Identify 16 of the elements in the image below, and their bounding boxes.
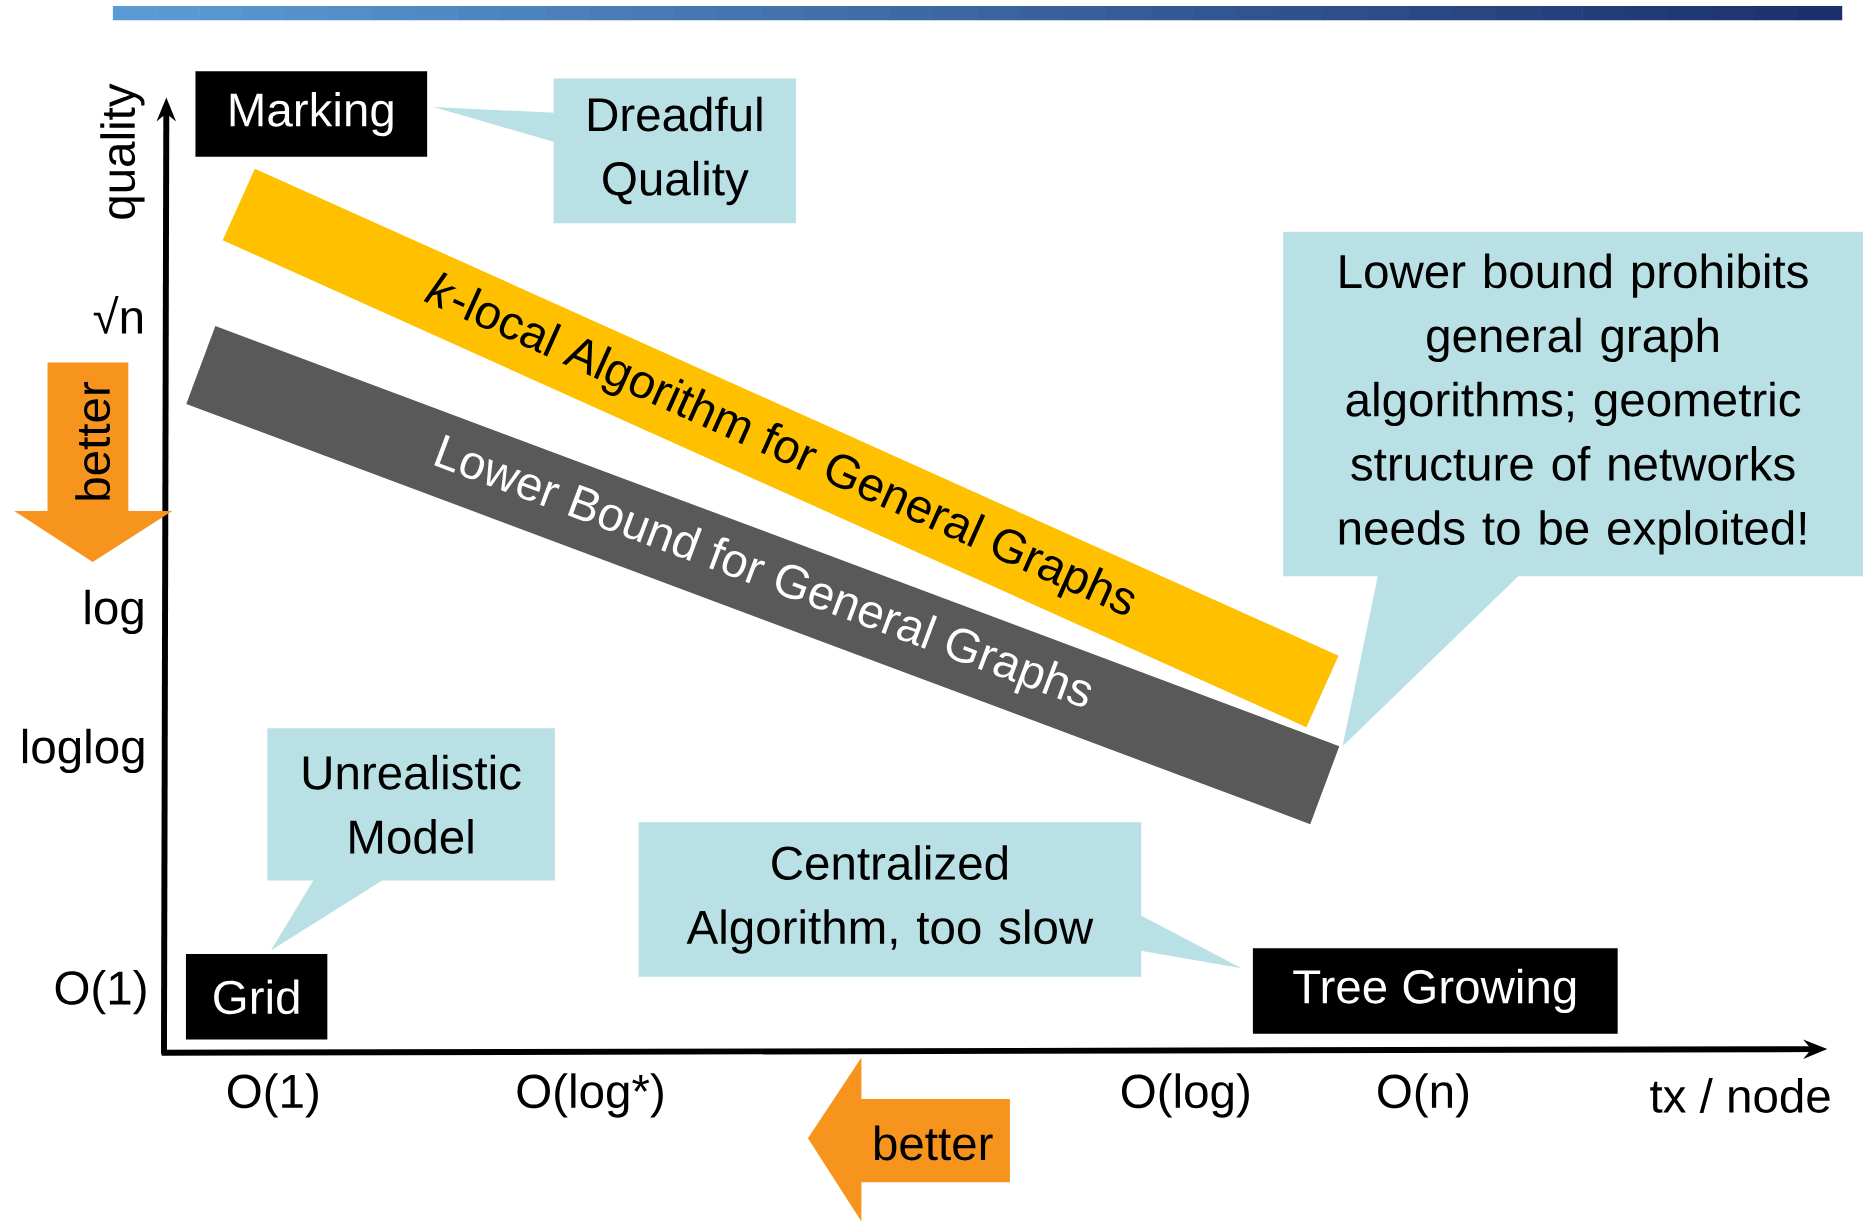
tick-label: √n	[93, 296, 142, 334]
label-box: Marking	[195, 71, 428, 158]
tick-label: log	[85, 589, 143, 635]
tick-label: loglog	[22, 728, 144, 774]
arrow-label: better	[75, 382, 111, 500]
axis-label: tx / node	[1650, 1078, 1830, 1114]
label-box: Tree Growing	[1252, 948, 1618, 1034]
axis-label: quality	[100, 83, 145, 219]
callout-box: Centralized Algorithm, too slow	[638, 822, 1242, 977]
callout-box: Lower bound prohibits general graph algorithms; geometric structure of networks needs to be exploited!	[1283, 231, 1863, 747]
tick-label: O(log*)	[517, 1073, 663, 1118]
arrow-label: better	[875, 1125, 993, 1161]
tick-label: O(log)	[1122, 1073, 1249, 1118]
callout-box: Dreadful Quality	[433, 78, 797, 224]
callout-box: Unrealistic Model	[267, 728, 555, 951]
label-box: Grid	[185, 954, 328, 1040]
